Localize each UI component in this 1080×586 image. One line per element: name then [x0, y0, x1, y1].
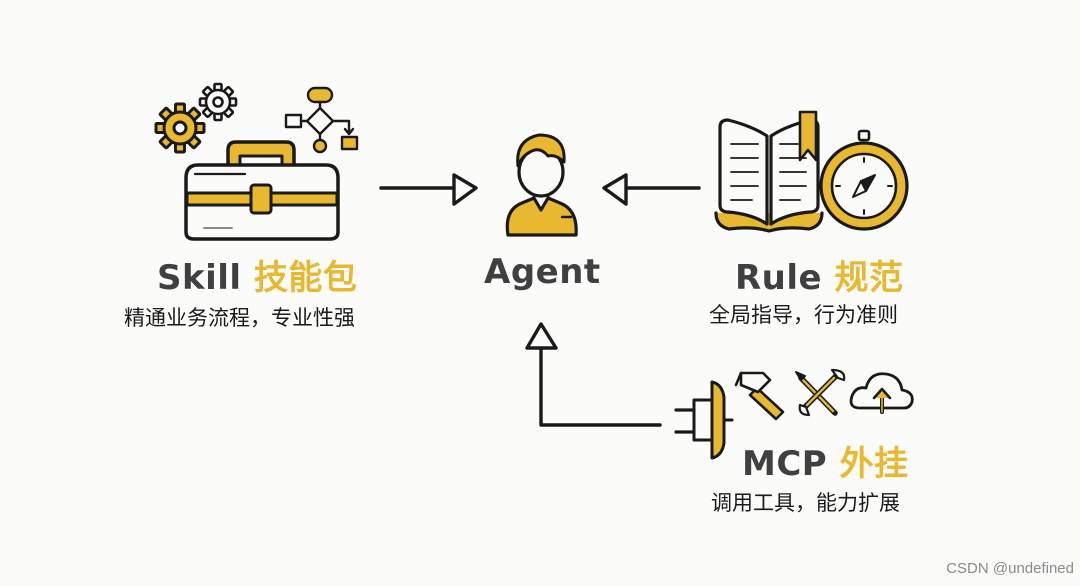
person-icon: [505, 133, 578, 237]
skill-title-cn: 技能包: [253, 258, 358, 298]
rule-subtitle: 全局指导，行为准则: [709, 303, 898, 327]
rule-title-en: Rule: [735, 258, 823, 298]
wrench-screwdriver-icon: [795, 368, 846, 417]
arrow-mcp-to-agent: [525, 322, 662, 427]
arrow-rule-to-agent: [602, 173, 701, 206]
skill-title: Skill 技能包: [157, 250, 357, 299]
rule-title-cn: 规范: [834, 258, 904, 298]
gear-icon: [154, 82, 238, 154]
toolbox-icon: [184, 140, 340, 241]
watermark: CSDN @undefined: [946, 560, 1074, 577]
skill-subtitle: 精通业务流程，专业性强: [124, 306, 355, 330]
agent-label: Agent: [484, 252, 601, 292]
arrow-skill-to-agent: [379, 173, 478, 206]
mcp-title-cn: 外挂: [839, 444, 909, 484]
mcp-title-en: MCP: [742, 444, 828, 484]
plug-icon: [674, 380, 734, 460]
mcp-title: MCP 外挂: [742, 436, 909, 485]
skill-title-en: Skill: [157, 258, 242, 298]
open-book-icon: [714, 110, 824, 233]
hammer-icon: [734, 371, 785, 421]
cloud-upload-icon: [849, 372, 914, 414]
rule-title: Rule 规范: [735, 250, 903, 299]
compass-icon: [819, 129, 909, 231]
mcp-subtitle: 调用工具，能力扩展: [711, 491, 900, 515]
flowchart-icon: [284, 86, 359, 154]
